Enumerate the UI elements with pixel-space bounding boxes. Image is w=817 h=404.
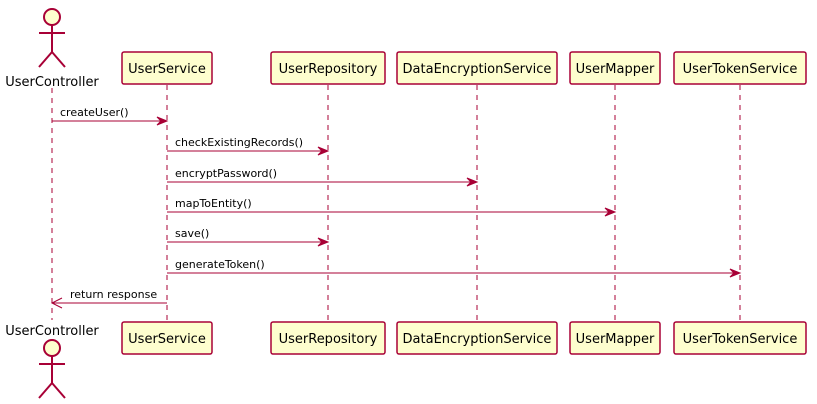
message-label: mapToEntity() bbox=[175, 197, 252, 210]
bottom-actor-label-user-controller: UserController bbox=[5, 324, 99, 339]
bottom-user-controller-actor-icon bbox=[38, 339, 66, 399]
message-arrowhead bbox=[466, 177, 479, 187]
message-label: save() bbox=[175, 227, 209, 240]
top-participant-box-user-token-service bbox=[673, 51, 807, 85]
top-participant-label-user-token-service: UserTokenService bbox=[683, 62, 798, 77]
message-arrowhead bbox=[317, 237, 330, 247]
message-arrowhead bbox=[50, 297, 63, 309]
top-participant-label-data-encryption-service: DataEncryptionService bbox=[403, 62, 552, 77]
messages: createUser() checkExistingRecords() encryp… bbox=[50, 106, 742, 309]
top-participant-label-user-service: UserService bbox=[128, 62, 206, 77]
message-label: checkExistingRecords() bbox=[175, 136, 303, 149]
message-arrowhead bbox=[156, 116, 169, 126]
bottom-participant-box-user-service bbox=[121, 321, 213, 355]
bottom-participant-user-token-service: UserTokenService bbox=[673, 321, 807, 355]
message-label: generateToken() bbox=[175, 258, 265, 271]
bottom-participant-label-data-encryption-service: DataEncryptionService bbox=[403, 332, 552, 347]
message-5: save() bbox=[167, 227, 330, 247]
message-arrowhead bbox=[729, 268, 742, 278]
message-3: encryptPassword() bbox=[167, 167, 479, 187]
message-4: mapToEntity() bbox=[167, 197, 617, 217]
top-participant-label-user-repository: UserRepository bbox=[279, 62, 378, 77]
message-label: createUser() bbox=[60, 106, 129, 119]
participants-top: UserController UserService UserRepository D… bbox=[5, 8, 807, 90]
top-participant-data-encryption-service: DataEncryptionService bbox=[396, 51, 558, 85]
bottom-participant-user-mapper: UserMapper bbox=[569, 321, 661, 355]
top-participant-box-user-mapper bbox=[569, 51, 661, 85]
top-actor-label-user-controller: UserController bbox=[5, 75, 99, 90]
message-arrowhead bbox=[604, 207, 617, 217]
message-label: encryptPassword() bbox=[175, 167, 277, 180]
bottom-participant-user-repository: UserRepository bbox=[270, 321, 386, 355]
message-arrowhead bbox=[317, 146, 330, 156]
top-participant-user-service: UserService bbox=[121, 51, 213, 85]
top-participant-user-mapper: UserMapper bbox=[569, 51, 661, 85]
bottom-participant-label-user-token-service: UserTokenService bbox=[683, 332, 798, 347]
bottom-participant-box-user-mapper bbox=[569, 321, 661, 355]
bottom-participant-box-data-encryption-service bbox=[396, 321, 558, 355]
bottom-participant-user-service: UserService bbox=[121, 321, 213, 355]
message-7: return response bbox=[50, 288, 167, 309]
bottom-participant-label-user-repository: UserRepository bbox=[279, 332, 378, 347]
top-participant-box-data-encryption-service bbox=[396, 51, 558, 85]
bottom-participant-box-user-token-service bbox=[673, 321, 807, 355]
message-label: return response bbox=[70, 288, 157, 301]
message-6: generateToken() bbox=[167, 258, 742, 278]
top-participant-box-user-service bbox=[121, 51, 213, 85]
bottom-participant-label-user-service: UserService bbox=[128, 332, 206, 347]
top-participant-user-token-service: UserTokenService bbox=[673, 51, 807, 85]
top-participant-user-repository: UserRepository bbox=[270, 51, 386, 85]
bottom-participant-box-user-repository bbox=[270, 321, 386, 355]
top-user-controller-actor-icon bbox=[38, 8, 66, 68]
lifelines bbox=[51, 85, 741, 322]
message-1: createUser() bbox=[52, 106, 169, 126]
bottom-participant-data-encryption-service: DataEncryptionService bbox=[396, 321, 558, 355]
message-2: checkExistingRecords() bbox=[167, 136, 330, 156]
bottom-participant-label-user-mapper: UserMapper bbox=[576, 332, 655, 347]
top-participant-label-user-mapper: UserMapper bbox=[576, 62, 655, 77]
top-participant-box-user-repository bbox=[270, 51, 386, 85]
